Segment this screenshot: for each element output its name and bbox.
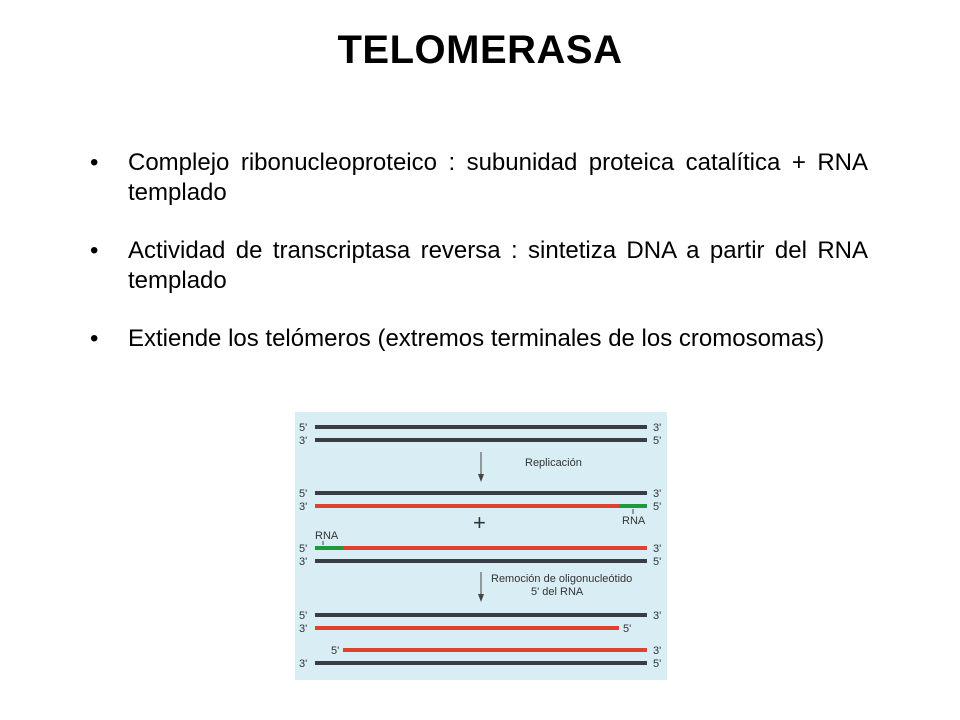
label-5prime: 5' [299, 422, 307, 434]
step-label-removal-sub: 5' del RNA [531, 586, 584, 598]
bullet-text: Extiende los telómeros (extremos termina… [128, 325, 825, 352]
label-3prime: 3' [299, 435, 307, 447]
label-3prime: 3' [299, 501, 307, 513]
arrowhead-icon [478, 474, 484, 482]
label-5prime: 5' [299, 610, 307, 622]
label-5prime: 5' [299, 543, 307, 555]
label-5prime: 5' [653, 556, 661, 568]
bullet-dot: • [90, 325, 99, 352]
step-label-replication: Replicación [525, 457, 582, 469]
bullet-item: • Actividad de transcriptasa reversa : si… [88, 236, 868, 296]
label-3prime: 3' [653, 422, 661, 434]
bullet-text: Complejo ribonucleoproteico : subunidad … [128, 149, 868, 206]
label-3prime: 3' [653, 543, 661, 555]
plus-sign: + [473, 510, 486, 535]
label-5prime: 5' [623, 623, 631, 635]
label-3prime: 3' [653, 610, 661, 622]
slide-title: TELOMERASA [337, 28, 623, 72]
bullet-item: • Complejo ribonucleoproteico : subunidad… [88, 148, 868, 208]
arrowhead-icon [478, 594, 484, 602]
bullet-list: • Complejo ribonucleoproteico : subunidad… [88, 148, 868, 382]
bullet-dot: • [90, 237, 99, 264]
label-3prime: 3' [299, 556, 307, 568]
label-3prime: 3' [299, 623, 307, 635]
label-5prime: 5' [653, 435, 661, 447]
rna-label: RNA [315, 530, 339, 542]
label-5prime: 5' [299, 488, 307, 500]
label-3prime: 3' [299, 658, 307, 670]
label-5prime: 5' [331, 645, 339, 657]
telomere-replication-diagram: 5' 3' 3' 5' Replicación 5' 3' 3' 5' RNA … [295, 412, 667, 680]
label-5prime: 5' [653, 658, 661, 670]
label-3prime: 3' [653, 645, 661, 657]
diagram-svg: 5' 3' 3' 5' Replicación 5' 3' 3' 5' RNA … [299, 422, 661, 670]
bullet-text: Actividad de transcriptasa reversa : sin… [128, 237, 868, 294]
bullet-item: • Extiende los telómeros (extremos termin… [88, 324, 868, 354]
bullet-dot: • [90, 149, 99, 176]
rna-label: RNA [622, 515, 646, 527]
label-3prime: 3' [653, 488, 661, 500]
step-label-removal: Remoción de oligonucleótido [491, 573, 632, 585]
label-5prime: 5' [653, 501, 661, 513]
